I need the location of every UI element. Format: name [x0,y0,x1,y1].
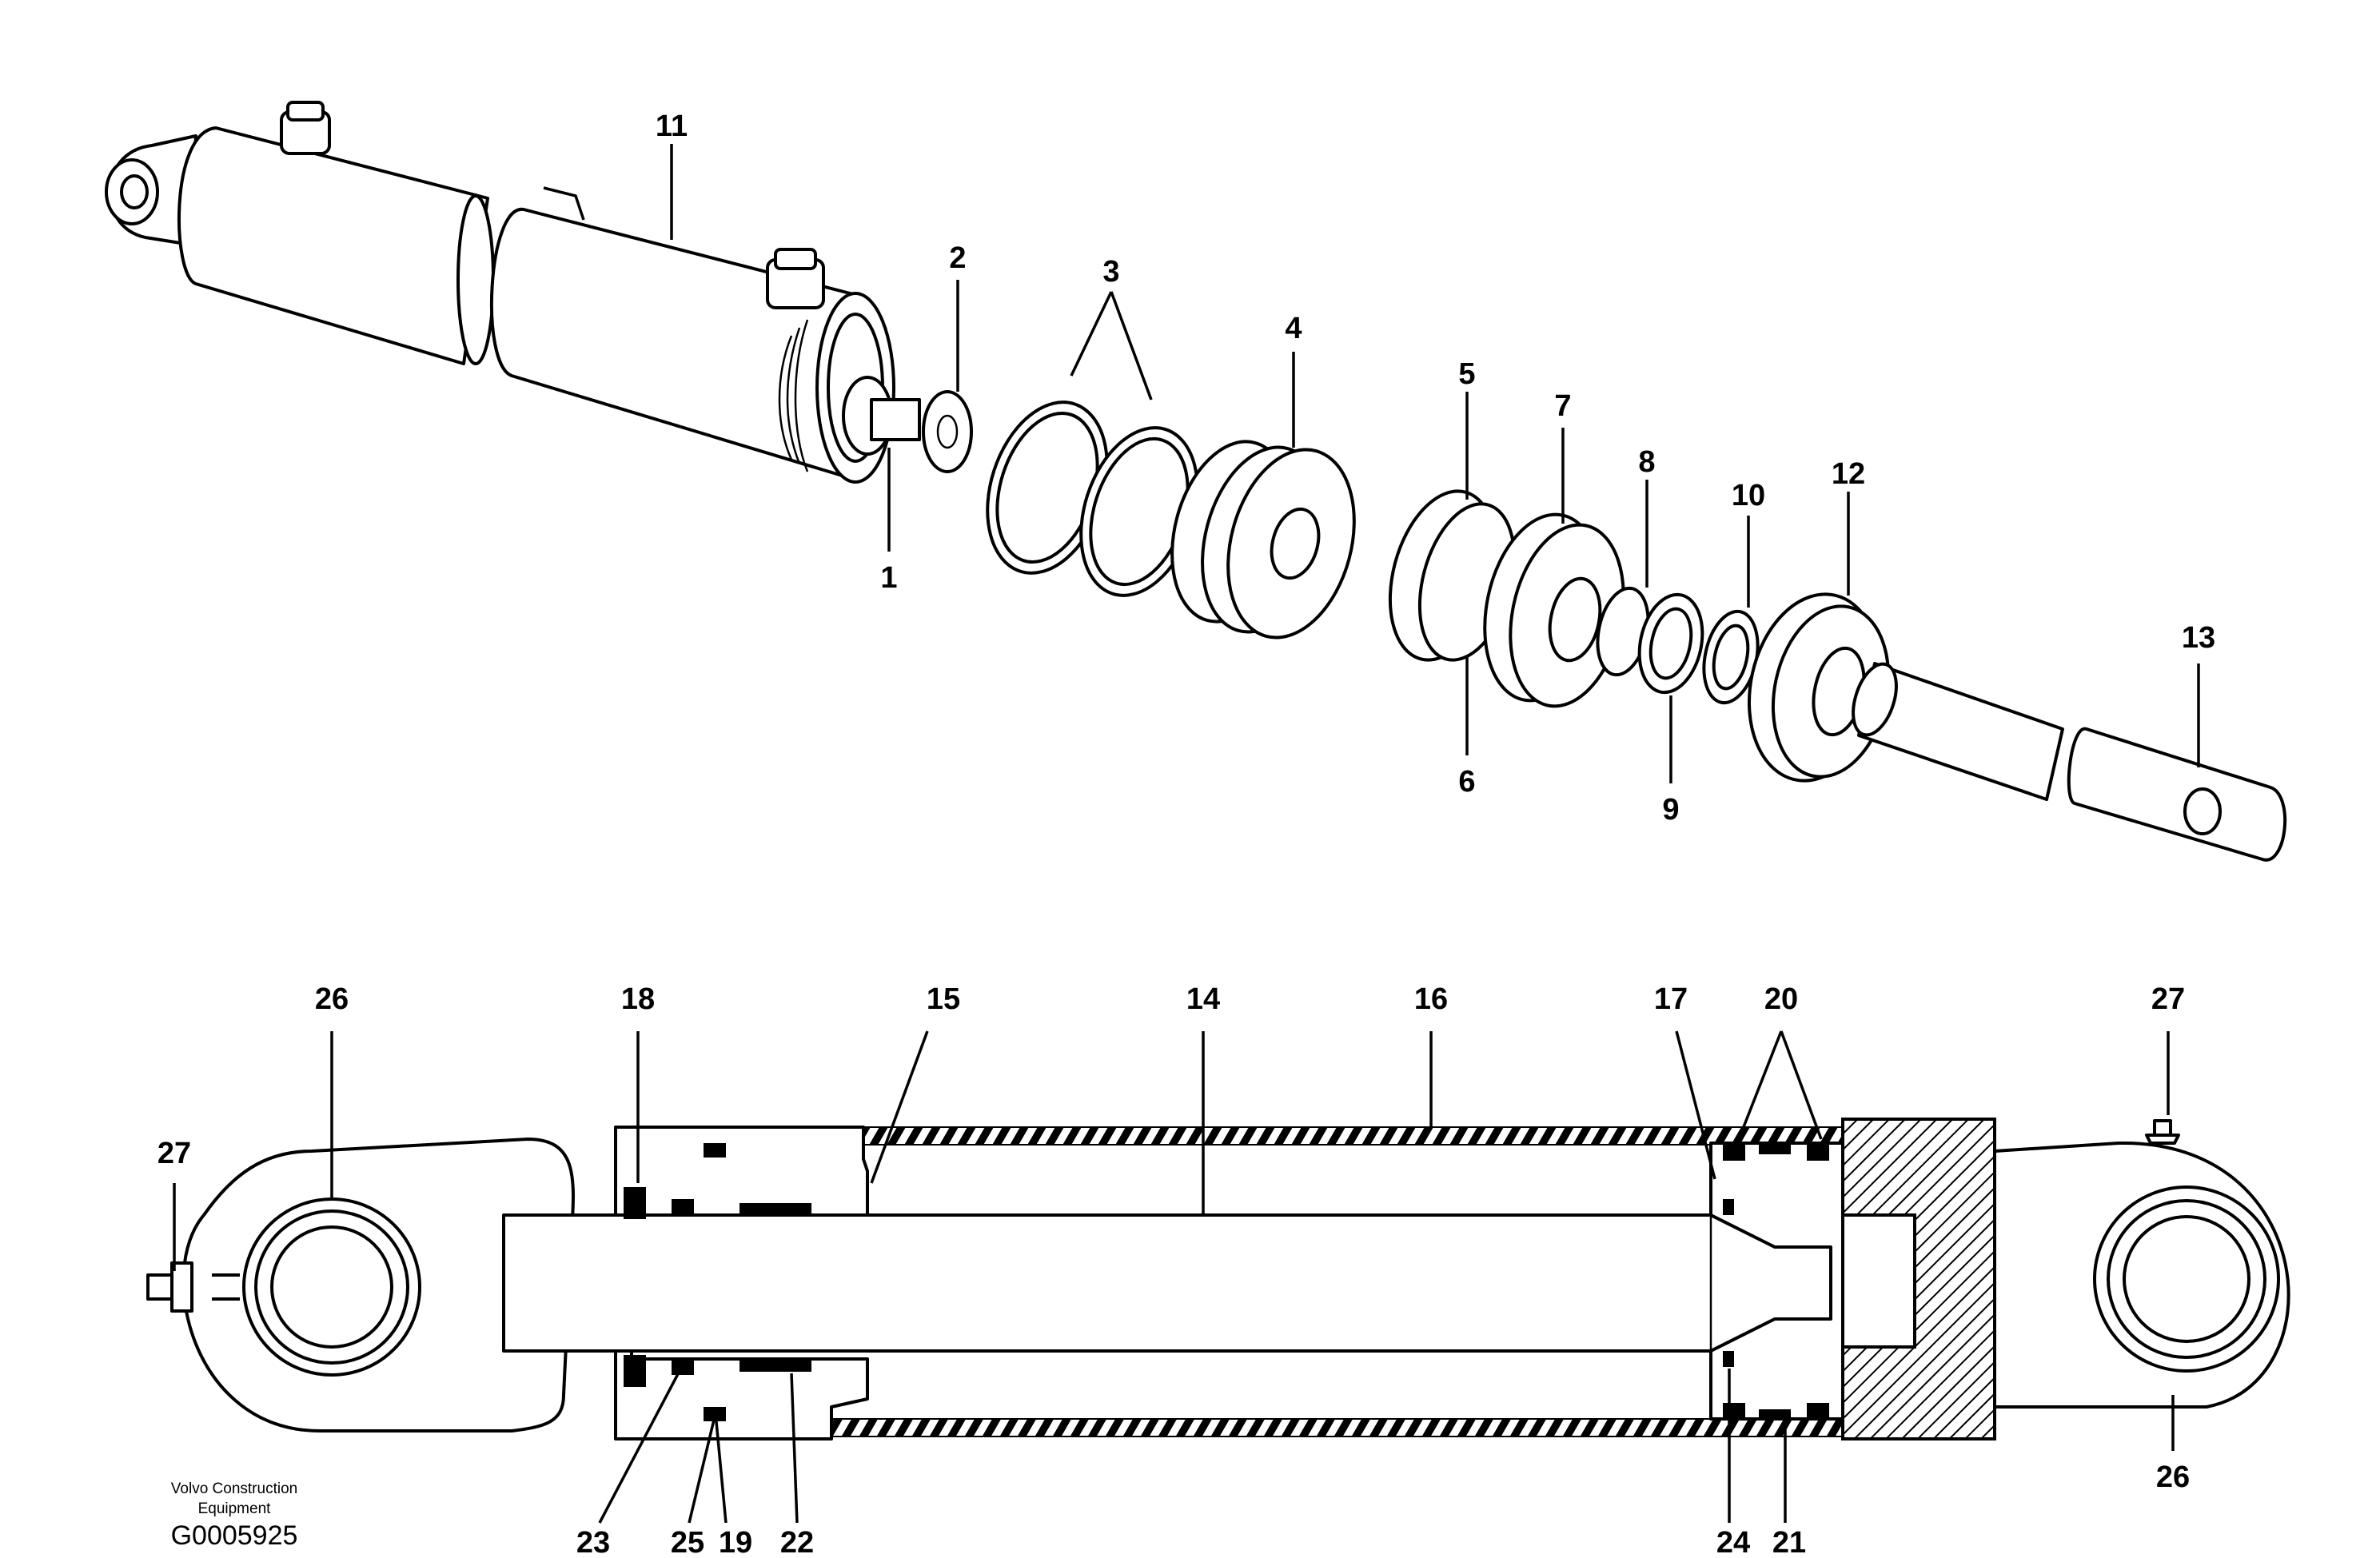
washer-part-2 [922,390,973,473]
piston-part-17 [1709,1142,1844,1421]
cylinder-tube-part-11 [489,186,921,484]
credit-line-1: Volvo Construction [171,1480,297,1497]
callout-27-right: 27 [2151,982,2185,1016]
callout-1: 1 [880,561,897,595]
callout-24: 24 [1716,1526,1750,1558]
callout-7: 7 [1554,389,1571,423]
callout-5: 5 [1458,357,1475,391]
callout-12: 12 [1832,457,1865,491]
cylinder-eye-right [1993,1119,2290,1409]
drawing-code: G0005925 [171,1520,298,1551]
callout-23: 23 [576,1526,610,1558]
rod-eye-left [146,1138,575,1432]
callout-16: 16 [1414,982,1448,1016]
piston-rod-part-14 [502,1213,1832,1353]
callout-26-left: 26 [315,982,349,1016]
leader-lines [173,144,2200,1524]
seals [624,1143,1829,1421]
callout-9: 9 [1662,793,1679,827]
callout-11: 11 [656,110,688,143]
callout-15: 15 [927,982,960,1016]
piston-rod-part-13 [1852,662,2287,862]
callout-25: 25 [671,1526,704,1558]
publisher-credit: Volvo Construction Equipment G0005925 [171,1480,298,1551]
callout-2: 2 [949,241,966,275]
callout-8: 8 [1638,445,1655,479]
callout-3: 3 [1102,255,1119,289]
piston-part-4 [1170,440,1356,640]
end-cap [1841,1118,1996,1440]
gland-part-7 [1483,512,1625,708]
callout-10: 10 [1732,479,1765,512]
callout-labels: 1 2 3 4 5 6 7 8 9 10 11 12 13 14 15 16 1… [157,110,2215,1558]
section-view [146,1118,2290,1440]
callout-22: 22 [780,1526,814,1558]
seal-rings-part-3 [986,400,1199,597]
callout-17: 17 [1654,982,1688,1016]
exploded-view [105,101,2287,862]
callout-4: 4 [1285,312,1302,345]
callout-18: 18 [621,982,655,1016]
callout-20: 20 [1764,982,1798,1016]
small-seals-part-8-9-10 [1596,586,1760,705]
credit-line-2: Equipment [198,1500,272,1517]
callout-26-right: 26 [2156,1460,2190,1494]
cylinder-tube-end-part [105,101,495,365]
callout-13: 13 [2182,621,2215,655]
callout-27-left: 27 [157,1137,191,1170]
callout-6: 6 [1458,765,1475,799]
callout-19: 19 [719,1526,752,1558]
callout-21: 21 [1772,1526,1806,1558]
callout-14: 14 [1186,982,1220,1016]
